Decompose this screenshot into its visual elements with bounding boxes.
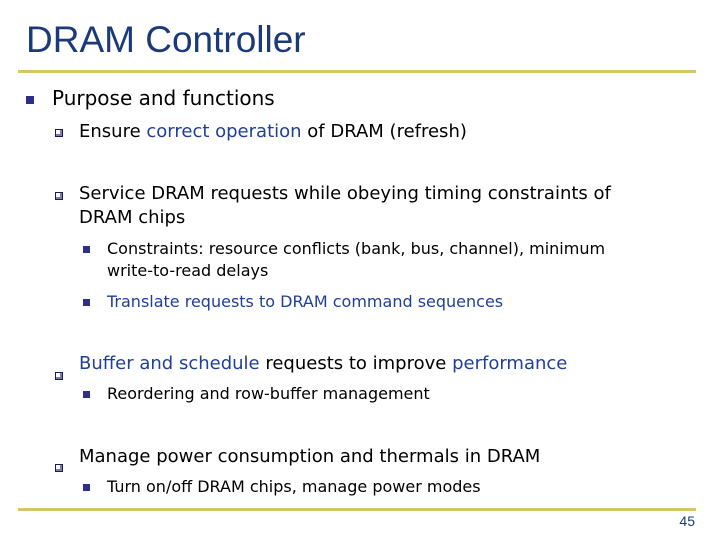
bullet-square-icon	[83, 299, 90, 306]
ensure-post: of DRAM (refresh)	[301, 121, 467, 142]
bullet-square-icon	[83, 246, 90, 253]
ensure-highlight: correct operation	[146, 121, 302, 142]
constraints-line1: Constraints: resource conflicts (bank, b…	[107, 239, 606, 258]
bullet-turn-on-off: Turn on/off DRAM chips, manage power mod…	[107, 477, 481, 496]
bullet-ensure: Ensure correct operation of DRAM (refres…	[79, 120, 467, 144]
buffer-highlight2: performance	[452, 353, 568, 374]
bullet-reordering: Reordering and row-buffer management	[107, 384, 430, 403]
bullet-buffer: Buffer and schedule requests to improve …	[79, 352, 567, 376]
title-divider	[18, 70, 696, 73]
bullet-purpose: Purpose and functions	[52, 86, 275, 110]
service-line2: DRAM chips	[79, 207, 186, 228]
buffer-highlight1: Buffer and schedule	[79, 353, 260, 374]
slide-title: DRAM Controller	[26, 19, 306, 60]
bullet-square-icon	[26, 96, 34, 104]
ensure-pre: Ensure	[79, 121, 147, 142]
bullet-constraints: Constraints: resource conflicts (bank, b…	[107, 238, 687, 282]
bullet-square-icon	[83, 391, 90, 398]
bullet-square-icon	[83, 484, 90, 491]
bullet-box-icon	[55, 464, 63, 472]
bullet-service: Service DRAM requests while obeying timi…	[79, 182, 679, 230]
bullet-box-icon	[55, 372, 63, 380]
constraints-line2: write-to-read delays	[107, 261, 269, 280]
page-number: 45	[679, 513, 695, 529]
service-line1: Service DRAM requests while obeying timi…	[79, 183, 611, 204]
bullet-box-icon	[55, 192, 63, 200]
buffer-mid: requests to improve	[259, 353, 453, 374]
bullet-box-icon	[55, 129, 63, 137]
bullet-translate: Translate requests to DRAM command seque…	[107, 292, 504, 311]
bullet-power: Manage power consumption and thermals in…	[79, 446, 541, 467]
footer-divider	[18, 508, 696, 511]
